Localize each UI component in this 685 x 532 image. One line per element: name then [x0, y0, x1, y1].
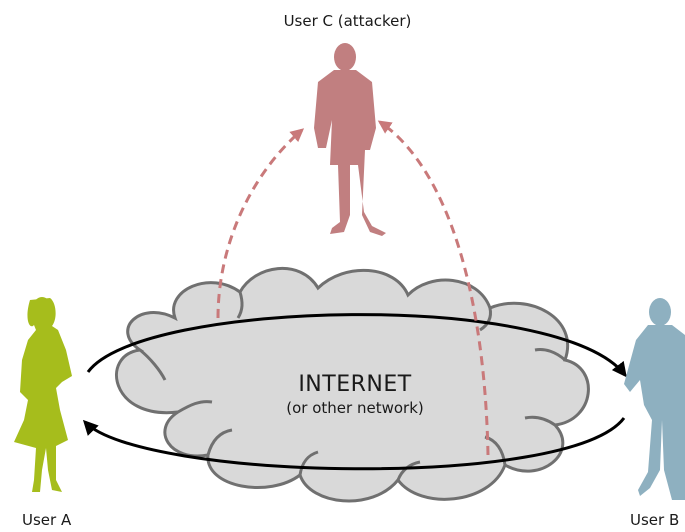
- internet-cloud: [115, 266, 590, 503]
- network-title: INTERNET: [298, 372, 412, 397]
- link-a-to-b: [86, 313, 627, 378]
- user-b-label: User B: [630, 511, 680, 529]
- user-a-silhouette-icon: [14, 297, 72, 492]
- interception-paths: [216, 120, 490, 456]
- communication-links: [82, 313, 627, 471]
- user-a-label: User A: [22, 511, 72, 529]
- intercept-left-arrow: [216, 128, 305, 319]
- attacker-silhouette-icon: [314, 43, 386, 236]
- attacker-label: User C (attacker): [283, 12, 412, 30]
- network-subtitle: (or other network): [286, 399, 424, 417]
- intercept-right-arrow: [377, 120, 490, 456]
- link-b-to-a: [82, 417, 626, 471]
- user-b-silhouette-icon: [624, 298, 685, 500]
